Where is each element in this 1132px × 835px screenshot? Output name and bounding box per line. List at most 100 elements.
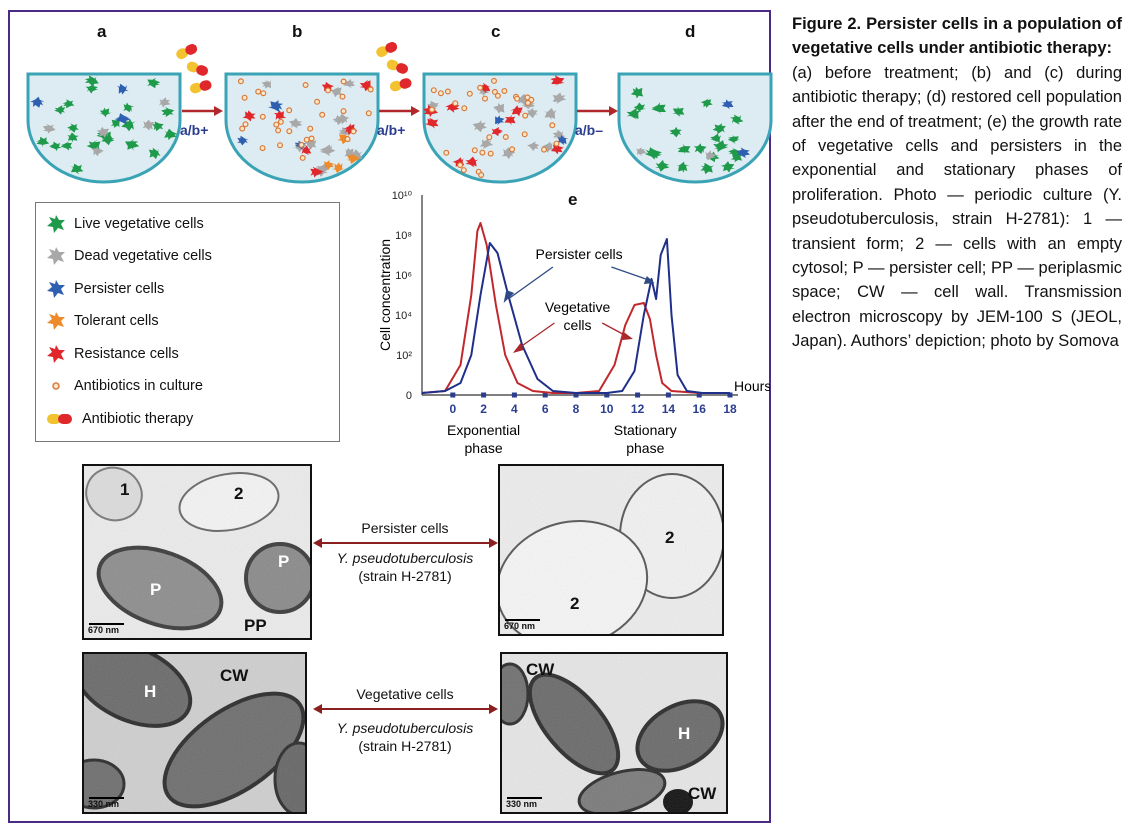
beaker-cell: [301, 145, 312, 156]
x-tick-mark: [511, 392, 517, 398]
beaker-cell: [551, 143, 564, 155]
antibiotic-dot: [429, 106, 436, 113]
beaker-cell: [110, 118, 120, 128]
em-top-species: Y. pseudotuberculosis: [336, 550, 474, 566]
scale-bar-label: 330 nm: [506, 799, 538, 809]
beaker-cell: [67, 132, 79, 143]
em-annotation: P: [150, 580, 162, 599]
beaker-cell: [237, 135, 249, 146]
phase-label: phase: [626, 440, 664, 456]
beaker-cell: [727, 134, 741, 144]
em-annotation: CW: [526, 660, 555, 679]
antibiotic-dot: [553, 140, 560, 147]
legend-item: Tolerant cells: [46, 309, 159, 333]
antibiotic-dot: [273, 121, 280, 128]
beaker-cell: [30, 96, 45, 108]
antibiotic-dot: [242, 121, 249, 128]
beaker-cell: [85, 83, 99, 94]
legend-label: Tolerant cells: [74, 313, 159, 329]
em-annotation: 2: [665, 528, 675, 547]
beaker-cell: [544, 108, 557, 120]
annotation-vegetative: Vegetative: [545, 299, 611, 315]
beaker-cell: [60, 141, 73, 151]
beaker-cell: [712, 123, 726, 135]
beaker-cell: [96, 126, 110, 138]
beaker-cell: [700, 162, 714, 175]
antibiotic-dot: [299, 154, 306, 161]
caption-body: (a) before treatment; (b) and (c) during…: [792, 63, 1122, 351]
antibiotic-dot: [514, 95, 521, 102]
x-tick-mark: [604, 392, 610, 398]
beaker-cell: [147, 77, 161, 89]
antibiotic-dot: [340, 78, 347, 85]
beaker-cell: [49, 141, 62, 152]
beaker-cell: [479, 138, 494, 149]
phase-label: Exponential: [447, 422, 520, 438]
series-line: [421, 238, 730, 394]
beaker-cell: [720, 161, 735, 173]
antibiotic-dot: [302, 82, 309, 89]
y-tick-label: 10²: [396, 350, 412, 362]
antibiotic-dot: [478, 171, 485, 178]
antibiotic-dot: [452, 100, 459, 107]
antibiotic-dot: [276, 142, 283, 149]
beaker-cell: [552, 129, 566, 141]
beaker-cell: [116, 83, 129, 95]
orange-cell-icon: [47, 312, 65, 330]
em-annotation: 2: [570, 594, 580, 613]
x-tick-label: 6: [542, 402, 549, 416]
beaker-cell: [552, 92, 567, 105]
em-bottom-species: Y. pseudotuberculosis: [336, 720, 474, 736]
phase-label: phase: [465, 440, 503, 456]
beaker-cell: [36, 136, 50, 148]
antibiotic-dot: [314, 98, 321, 105]
em-annotation: P: [278, 552, 290, 571]
x-tick-label: 2: [480, 402, 487, 416]
antibiotic-dot: [437, 90, 444, 97]
annotation-persister: Persister cells: [536, 246, 623, 262]
double-arrow-icon: [313, 704, 498, 714]
antibiotic-dot: [286, 107, 293, 114]
antibiotic-dot: [522, 112, 529, 119]
antibiotic-dot: [430, 87, 437, 94]
beaker-cell: [331, 162, 346, 174]
beaker-cell: [67, 123, 79, 133]
x-tick-mark: [481, 392, 487, 398]
panel-label-c: c: [491, 22, 501, 41]
em-image: [500, 466, 722, 634]
beaker-cell: [99, 107, 112, 118]
beaker-cell: [495, 115, 505, 126]
beaker-cell: [115, 113, 131, 125]
beaker-cell: [626, 108, 641, 120]
gray-cell-icon: [47, 247, 65, 265]
legend: Live vegetative cells Dead vegetative ce…: [35, 202, 340, 442]
antibiotic-capsules-icon: [176, 43, 212, 94]
culture-beaker-c: [422, 72, 578, 184]
antibiotic-dot: [457, 162, 464, 169]
antibiotic-dot: [344, 136, 351, 143]
beaker-cell: [644, 147, 661, 159]
legend-label: Dead vegetative cells: [74, 248, 212, 264]
arrow-label: a/b+: [377, 122, 406, 138]
beaker-cell: [70, 163, 84, 175]
antibiotic-dot: [524, 99, 531, 106]
beaker-cell: [152, 121, 164, 132]
beaker-cell: [651, 102, 666, 115]
antibiotic-dot: [237, 78, 244, 85]
em-bottom-strain: (strain H-2781): [358, 738, 452, 754]
legend-item: Dead vegetative cells: [46, 244, 212, 268]
beaker-cell: [359, 79, 374, 92]
green-cell-icon: [47, 215, 65, 233]
antibiotic-dot: [286, 128, 293, 135]
beaker-cell: [321, 81, 334, 92]
antibiotic-dot: [460, 167, 467, 174]
beaker-cell: [273, 110, 287, 121]
x-tick-mark: [635, 392, 641, 398]
annotation-arrow-head: [643, 276, 655, 284]
beaker-cell: [54, 105, 66, 115]
beaker-cell: [710, 133, 721, 144]
legend-item: Resistance cells: [46, 342, 179, 366]
beaker-cell: [42, 123, 56, 134]
antibiotic-dot: [549, 122, 556, 129]
